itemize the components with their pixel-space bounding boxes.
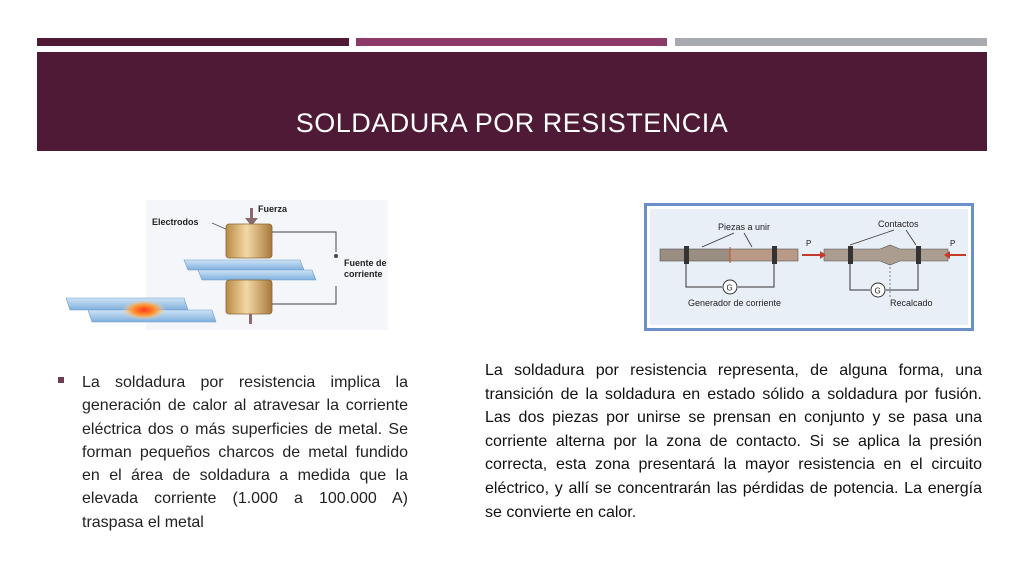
description-paragraph: La soldadura por resistencia representa,…: [485, 362, 982, 521]
label-pieces: Piezas a unir: [718, 222, 770, 232]
weld-nugget: [122, 300, 166, 320]
label-g-left: G: [727, 284, 733, 293]
label-generator: Generador de corriente: [688, 298, 781, 308]
label-source-1: Fuente de: [344, 258, 387, 268]
generator-icon: [870, 282, 886, 298]
generator-icon: [722, 279, 738, 295]
bullet-item: La soldadura por resistencia implica la …: [58, 371, 408, 534]
label-electrodes: Electrodos: [152, 217, 199, 227]
bullet-square-icon: [58, 377, 64, 383]
label-p-right: P: [950, 239, 955, 248]
bullet-text: La soldadura por resistencia implica la …: [82, 374, 408, 531]
label-contacts: Contactos: [878, 219, 919, 229]
label-upset: Recalcado: [890, 298, 933, 308]
accent-bar-magenta: [356, 38, 667, 46]
title-header: SOLDADURA POR RESISTENCIA: [37, 52, 987, 151]
label-source-2: corriente: [344, 269, 383, 279]
label-g-right: G: [875, 287, 881, 296]
label-force: Fuerza: [258, 204, 288, 214]
resistance-welding-diagram: Fuerza Electrodos Fuente de corriente: [66, 200, 388, 330]
slide-title: SOLDADURA POR RESISTENCIA: [295, 108, 729, 138]
pieces-contact-diagram: Piezas a unir Contactos P P G Generador …: [644, 203, 974, 331]
label-p-left: P: [806, 239, 811, 248]
accent-bar-gray: [675, 38, 987, 46]
accent-bar-dark: [37, 38, 349, 46]
